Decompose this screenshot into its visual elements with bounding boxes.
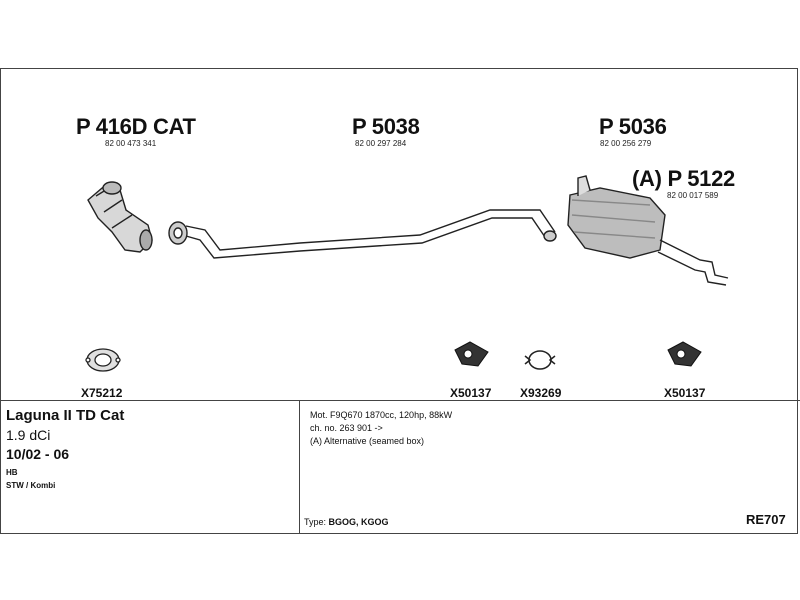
type-value: BGOG, KGOG [328, 517, 389, 527]
rubber-mount-drawing-1 [454, 341, 489, 367]
middle-pipe-drawing [185, 209, 557, 259]
part-code-alternative: (A) P 5122 [632, 166, 735, 191]
part-code-rear: P 5036 [599, 114, 667, 139]
part-ref-catalyst: 82 00 473 341 [105, 139, 157, 148]
rear-silencer-drawing [567, 175, 729, 286]
clamp-label-3: X93269 [520, 386, 562, 400]
divider-horizontal [0, 400, 800, 401]
u-clamp-drawing [524, 350, 556, 370]
drawing-code: RE707 [746, 512, 786, 527]
clamp-label-4: X50137 [664, 386, 706, 400]
note-engine: Mot. F9Q670 1870cc, 120hp, 88kW [310, 410, 453, 420]
note-chassis: ch. no. 263 901 -> [310, 423, 383, 433]
rubber-mount-drawing-2 [667, 341, 702, 367]
vehicle-engine: 1.9 dCi [6, 427, 51, 443]
diagram-frame [0, 68, 798, 534]
vehicle-years: 10/02 - 06 [6, 446, 70, 462]
part-code-catalyst: P 416D CAT [76, 114, 196, 139]
clamp-label-1: X75212 [81, 386, 123, 400]
part-code-middle: P 5038 [352, 114, 420, 139]
flange-drawing [168, 221, 188, 245]
catalytic-converter-drawing [87, 181, 153, 253]
note-alternative: (A) Alternative (seamed box) [310, 436, 425, 446]
part-ref-alternative: 82 00 017 589 [667, 191, 719, 200]
vehicle-body-2: STW / Kombi [6, 481, 56, 490]
clamp-label-2: X50137 [450, 386, 492, 400]
clamp-ring-drawing [85, 348, 121, 372]
vehicle-body-1: HB [6, 468, 18, 477]
vehicle-title: Laguna II TD Cat [6, 407, 125, 424]
part-ref-rear: 82 00 256 279 [600, 139, 652, 148]
part-ref-middle: 82 00 297 284 [355, 139, 407, 148]
type-label: Type: [304, 517, 327, 527]
divider-vertical [299, 400, 300, 534]
type-info: Type: BGOG, KGOG [304, 517, 389, 527]
